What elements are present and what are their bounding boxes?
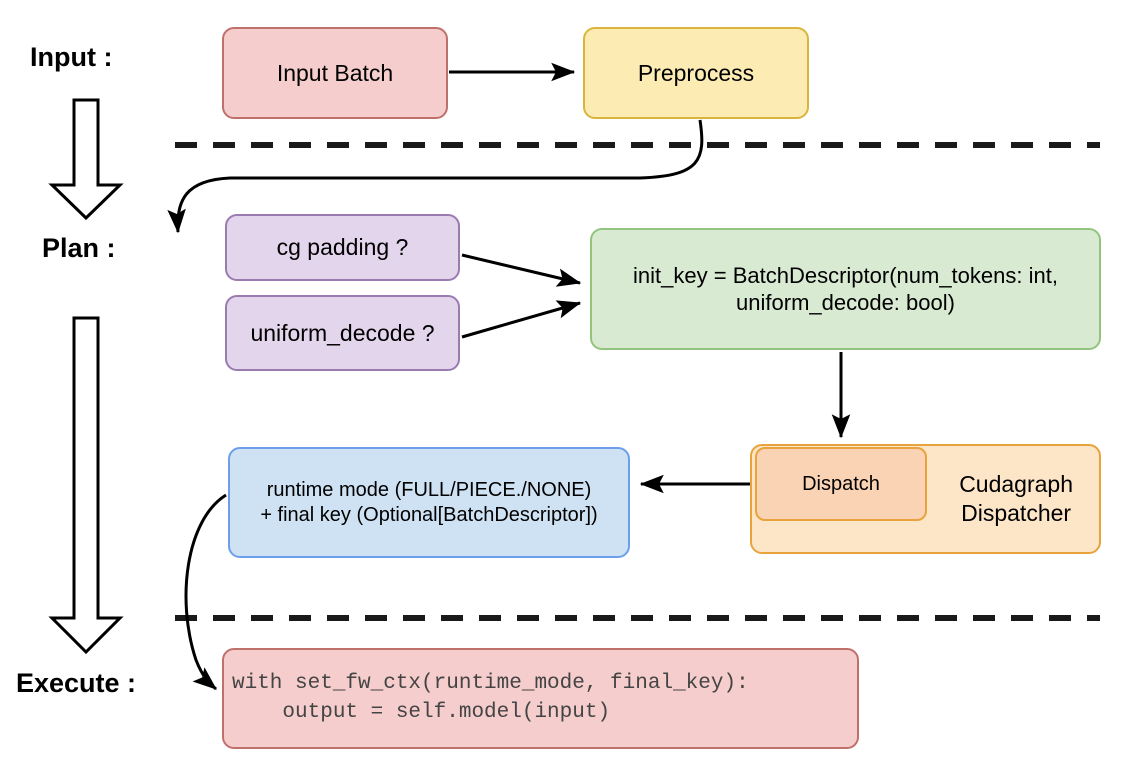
node-cg-padding[interactable]: cg padding ?: [225, 214, 460, 281]
node-cudagraph-dispatcher-label: Cudagraph Dispatcher: [959, 471, 1073, 526]
node-dispatch[interactable]: Dispatch: [755, 447, 927, 521]
node-preprocess[interactable]: Preprocess: [583, 27, 809, 119]
node-code-block-text: with set_fw_ctx(runtime_mode, final_key)…: [232, 672, 749, 724]
edge-uniform-decode-to-init-key: [461, 300, 582, 339]
stage-label-plan: Plan :: [42, 233, 116, 263]
node-dispatch-label: Dispatch: [802, 472, 880, 495]
edge-cg-padding-to-init-key: [461, 253, 582, 287]
node-uniform-decode-label: uniform_decode ?: [250, 319, 435, 346]
node-cg-padding-label: cg padding ?: [276, 234, 409, 261]
node-runtime-mode[interactable]: runtime mode (FULL/PIECE./NONE) + final …: [228, 447, 630, 558]
node-uniform-decode[interactable]: uniform_decode ?: [225, 295, 460, 371]
stage-label-execute: Execute :: [16, 668, 137, 698]
node-code-block[interactable]: with set_fw_ctx(runtime_mode, final_key)…: [222, 648, 859, 749]
stage-arrow-plan-execute: [48, 316, 124, 655]
node-runtime-mode-label: runtime mode (FULL/PIECE./NONE) + final …: [260, 478, 598, 526]
node-preprocess-label: Preprocess: [637, 59, 755, 86]
edge-runtime-mode-to-code: [184, 493, 227, 691]
node-input-batch-label: Input Batch: [276, 59, 394, 86]
stage-label-input: Input :: [30, 42, 113, 72]
node-input-batch[interactable]: Input Batch: [222, 27, 448, 119]
stage-arrow-input-plan: [48, 98, 124, 221]
node-init-key[interactable]: init_key = BatchDescriptor(num_tokens: i…: [590, 228, 1101, 350]
node-init-key-label: init_key = BatchDescriptor(num_tokens: i…: [633, 262, 1058, 316]
